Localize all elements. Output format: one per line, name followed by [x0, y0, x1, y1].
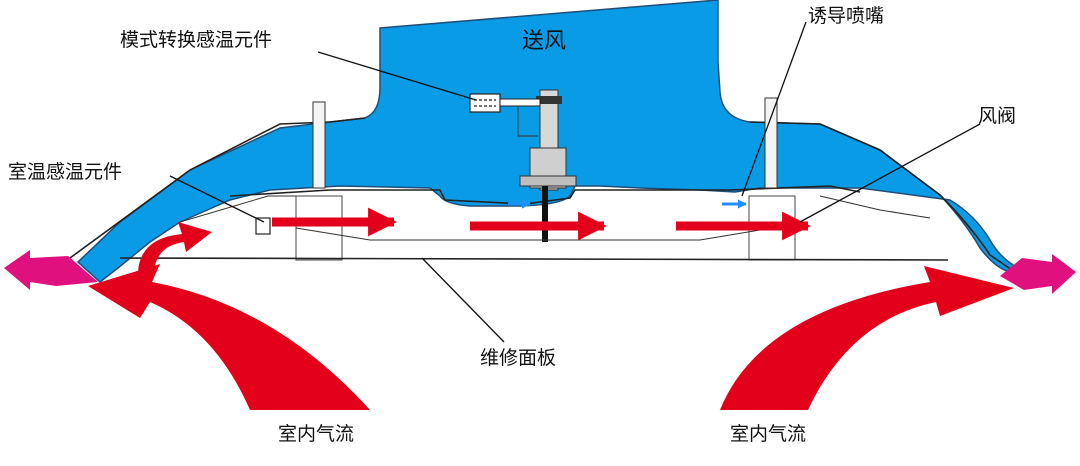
shaft-spindle — [542, 186, 548, 242]
left-post — [312, 101, 326, 189]
air-damper-label: 风阀 — [978, 105, 1016, 127]
outlet-arrow-left — [4, 250, 98, 290]
leader-nozzle — [741, 21, 807, 197]
leader-service-panel — [421, 257, 505, 343]
room-temp-element-label: 室温感温元件 — [8, 161, 122, 183]
right-post — [764, 97, 778, 189]
indoor-airflow-right-arrow — [720, 266, 1014, 410]
shaft-nut — [519, 175, 577, 187]
mode-switch-linkage — [517, 106, 538, 137]
room-temp-element-body — [255, 217, 271, 235]
indoor-airflow-left-arrow — [88, 264, 370, 410]
mode-switch-rod — [499, 98, 541, 107]
service-panel-line — [119, 257, 949, 261]
inner-deflector-right — [819, 195, 931, 219]
supply-air-label: 送风 — [522, 29, 566, 54]
outlet-arrow-right — [1000, 254, 1076, 294]
mode-switch-element-pattern — [474, 99, 496, 107]
leader-mode-switch — [317, 51, 477, 101]
left-housing-outline — [69, 117, 366, 259]
right-housing-outline — [749, 121, 1013, 271]
leader-room-temp — [169, 175, 265, 223]
shaft-connector — [536, 96, 562, 104]
left-post-sleeve — [295, 195, 343, 261]
induction-nozzle-label: 诱导喷嘴 — [808, 5, 884, 27]
service-panel-label: 维修面板 — [480, 347, 556, 369]
indoor-airflow-left-label: 室内气流 — [278, 423, 354, 445]
lower-plate — [295, 227, 761, 241]
mode-switch-element-label: 模式转换感温元件 — [120, 29, 272, 51]
leader-damper — [799, 123, 981, 223]
mode-switch-element-body — [469, 93, 501, 113]
indoor-airflow-right-label: 室内气流 — [730, 423, 806, 445]
return-airflow-left-arrow — [138, 222, 212, 272]
